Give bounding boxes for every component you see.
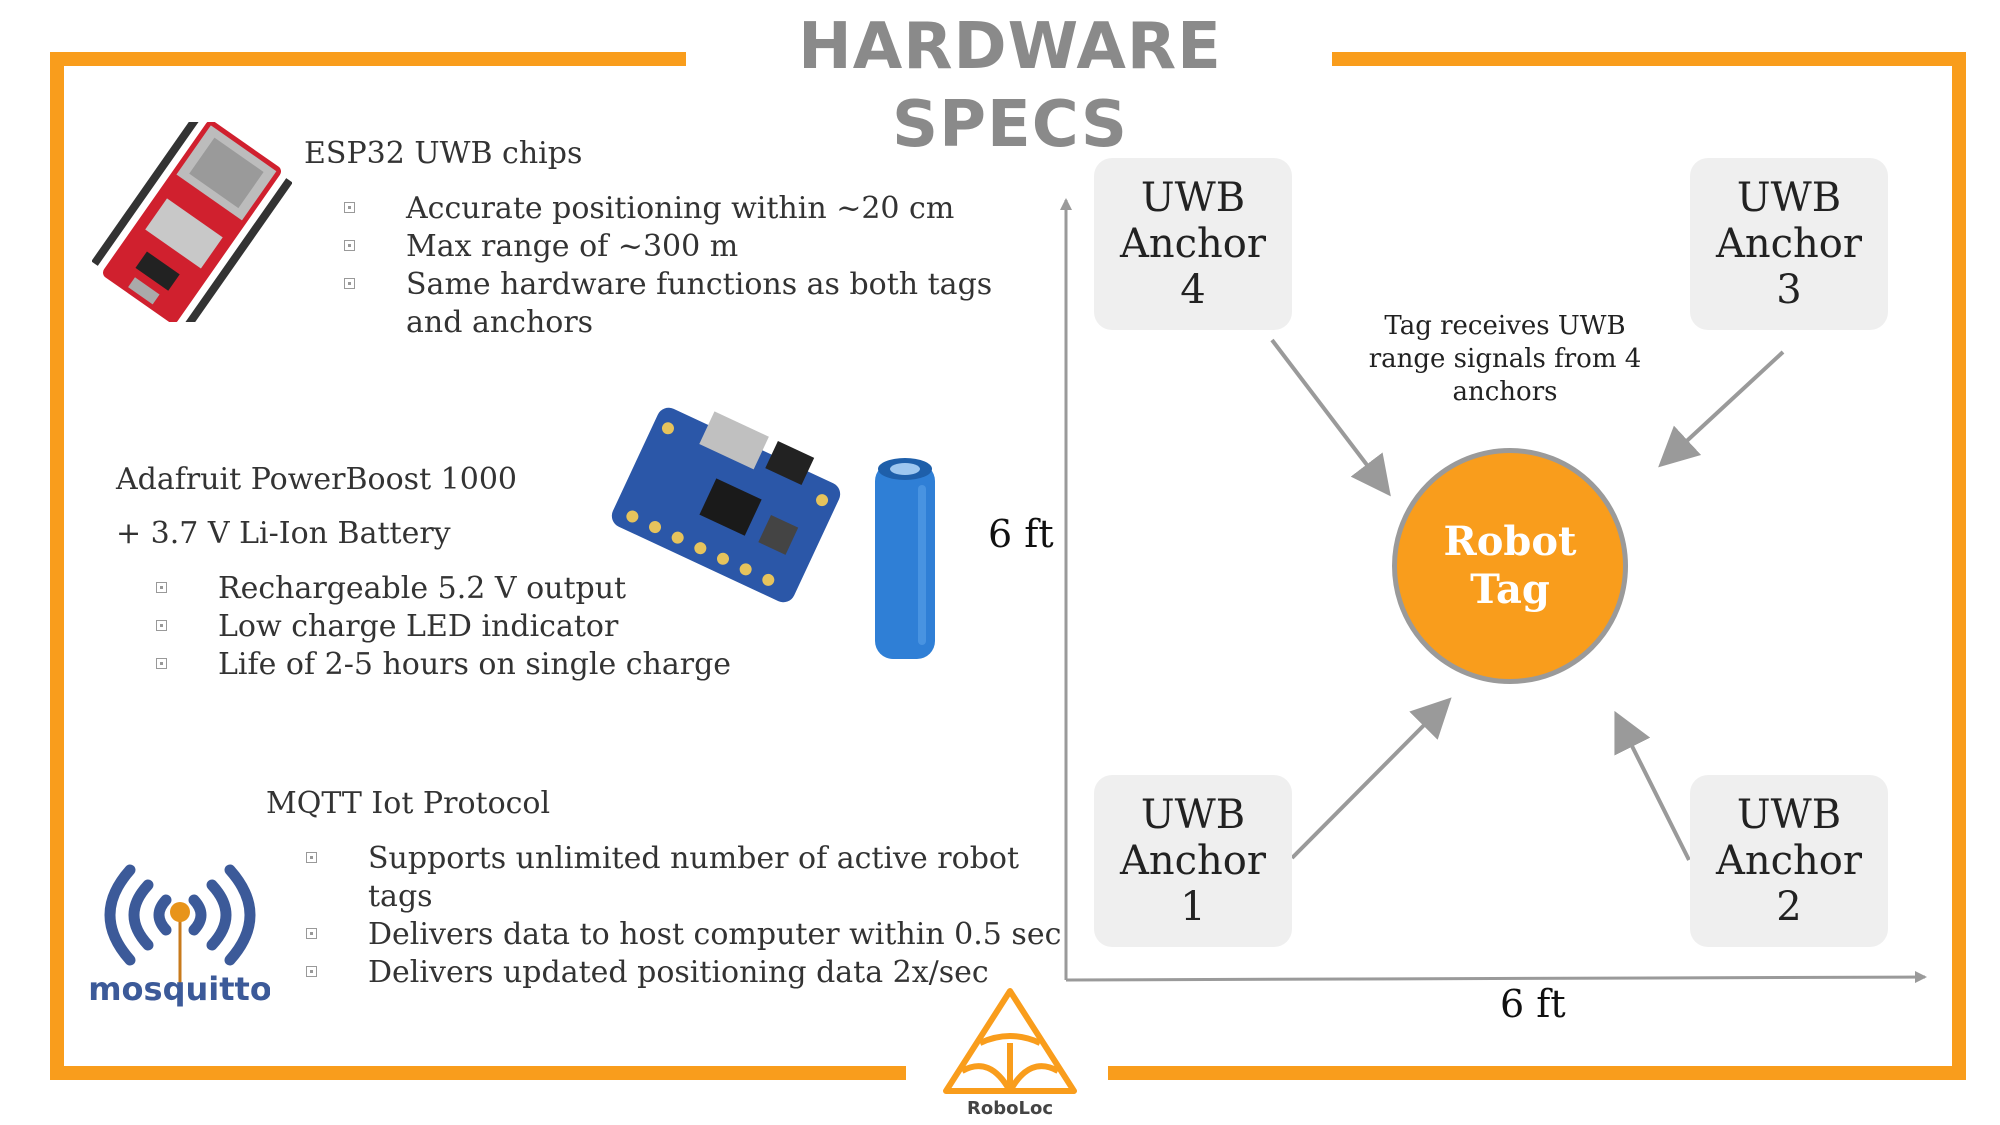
list-item: Rechargeable 5.2 V output (118, 570, 738, 608)
list-item: Accurate positioning within ~20 cm (306, 190, 1026, 228)
frame-bottom-left (50, 1066, 906, 1080)
esp32-spec-list: Accurate positioning within ~20 cm Max r… (306, 190, 1026, 342)
list-item-continuation: tags (368, 879, 433, 914)
powerboost-board-image (611, 407, 841, 603)
title-line-1: HARDWARE (798, 10, 1222, 84)
roboloc-triangle-logo-icon (943, 988, 1077, 1094)
powerboost-spec-list: Rechargeable 5.2 V output Low charge LED… (118, 570, 738, 684)
bullet-icon (306, 852, 317, 863)
list-item: Supports unlimited number of active robo… (268, 840, 1068, 878)
arrow-anchor2-to-tag (1614, 710, 1691, 861)
mqtt-heading: MQTT Iot Protocol (266, 786, 551, 821)
tag-note: Tag receives UWB range signals from 4 an… (1368, 311, 1642, 407)
anchor-box-2: UWB Anchor 2 (1690, 775, 1888, 947)
anchor-box-3: UWB Anchor 3 (1690, 158, 1888, 330)
anchor-box-4: UWB Anchor 4 (1094, 158, 1292, 330)
bullet-icon (156, 582, 167, 593)
list-item: Same hardware functions as both tags (306, 266, 1026, 304)
bullet-icon (344, 202, 355, 213)
list-item-continuation: and anchors (406, 305, 594, 340)
list-item: Delivers updated positioning data 2x/sec (268, 954, 1068, 992)
frame-bottom-right (1108, 1066, 1966, 1080)
roboloc-logo-label: RoboLoc (967, 1098, 1053, 1119)
x-dimension-label: 6 ft (1500, 982, 1566, 1026)
y-dimension-label: 6 ft (988, 512, 1054, 556)
bullet-icon (306, 966, 317, 977)
bullet-icon (156, 620, 167, 631)
bullet-icon (344, 278, 355, 289)
list-item: Delivers data to host computer within 0.… (268, 916, 1068, 954)
battery-image (875, 458, 935, 659)
arrow-anchor1-to-tag (1290, 697, 1452, 860)
frame-top-right (1332, 52, 1966, 66)
list-item: Life of 2-5 hours on single charge (118, 646, 738, 684)
title-line-2: SPECS (892, 88, 1128, 162)
list-item: Low charge LED indicator (118, 608, 738, 646)
battery-heading: + 3.7 V Li-Ion Battery (116, 516, 451, 551)
mosquitto-logo: mosquitto (90, 864, 270, 1008)
esp32-board-image (92, 122, 292, 322)
arrow-anchor4-to-tag (1270, 338, 1391, 497)
esp32-heading: ESP32 UWB chips (304, 136, 583, 171)
bullet-icon (156, 658, 167, 669)
bullet-icon (344, 240, 355, 251)
arrow-anchor3-to-tag (1658, 350, 1785, 468)
frame-right (1952, 52, 1966, 1080)
robot-tag: Robot Tag (1392, 448, 1628, 684)
bullet-icon (306, 928, 317, 939)
x-axis (1065, 971, 1927, 984)
page-title: HARDWARE SPECS (700, 8, 1320, 164)
list-item: Max range of ~300 m (306, 228, 1026, 266)
frame-top-left (50, 52, 686, 66)
mqtt-spec-list: Supports unlimited number of active robo… (268, 840, 1068, 992)
powerboost-heading: Adafruit PowerBoost 1000 (116, 462, 518, 497)
mosquitto-logo-text: mosquitto (90, 970, 270, 1008)
anchor-box-1: UWB Anchor 1 (1094, 775, 1292, 947)
frame-left (50, 52, 64, 1080)
